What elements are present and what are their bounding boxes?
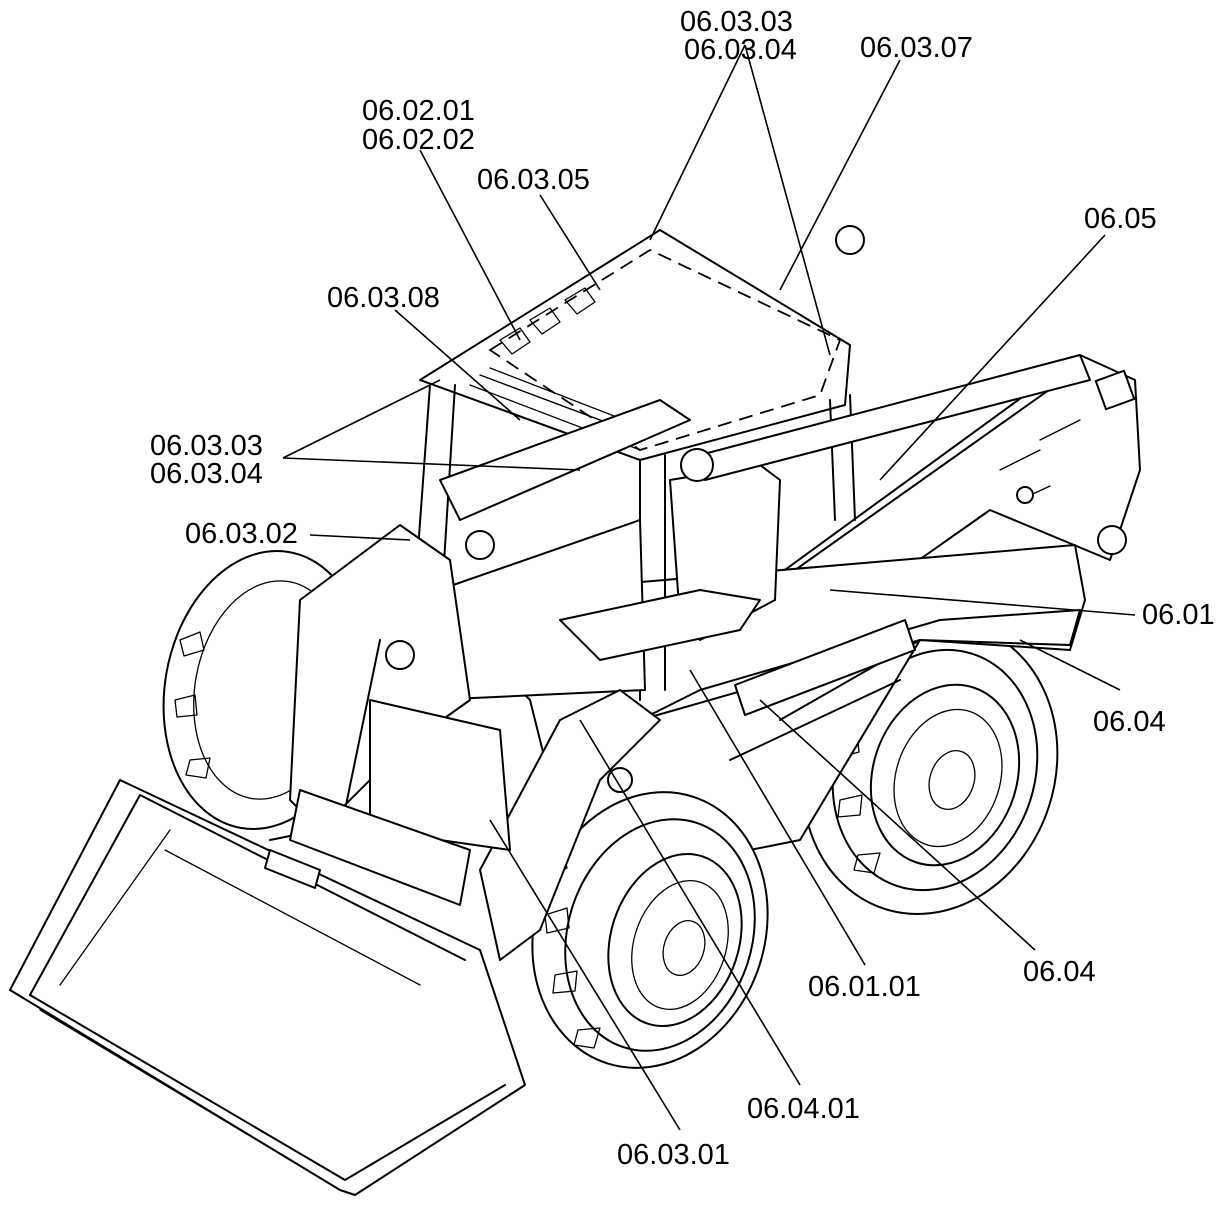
callout-06-02-02[interactable]: 06.02.02	[362, 124, 475, 156]
callout-06-03-03-left[interactable]: 06.03.03	[150, 430, 263, 462]
callout-06-03-04-top[interactable]: 06.03.04	[684, 34, 797, 66]
leader-lines	[282, 44, 1136, 1131]
callout-06-03-02[interactable]: 06.03.02	[185, 518, 298, 550]
callout-06-01-01[interactable]: 06.01.01	[808, 971, 921, 1003]
callout-06-04-right[interactable]: 06.04	[1093, 706, 1166, 738]
callout-06-04-bottom[interactable]: 06.04	[1023, 956, 1096, 988]
callout-06-02-01[interactable]: 06.02.01	[362, 95, 475, 127]
left-loader-arm	[269, 399, 691, 841]
rops-frame	[409, 225, 1091, 701]
bucket	[9, 779, 526, 1196]
callout-06-03-07[interactable]: 06.03.07	[860, 32, 973, 64]
callout-06-03-08[interactable]: 06.03.08	[327, 282, 440, 314]
callout-06-03-03-top[interactable]: 06.03.03	[680, 6, 793, 38]
callout-06-05[interactable]: 06.05	[1084, 203, 1157, 235]
callout-06-03-01[interactable]: 06.03.01	[617, 1139, 730, 1171]
callout-06-04-01[interactable]: 06.04.01	[747, 1093, 860, 1125]
callout-06-03-04-left[interactable]: 06.03.04	[150, 458, 263, 490]
callout-06-03-05[interactable]: 06.03.05	[477, 164, 590, 196]
callout-06-01[interactable]: 06.01	[1142, 599, 1215, 631]
front-lift-arm	[289, 689, 661, 961]
